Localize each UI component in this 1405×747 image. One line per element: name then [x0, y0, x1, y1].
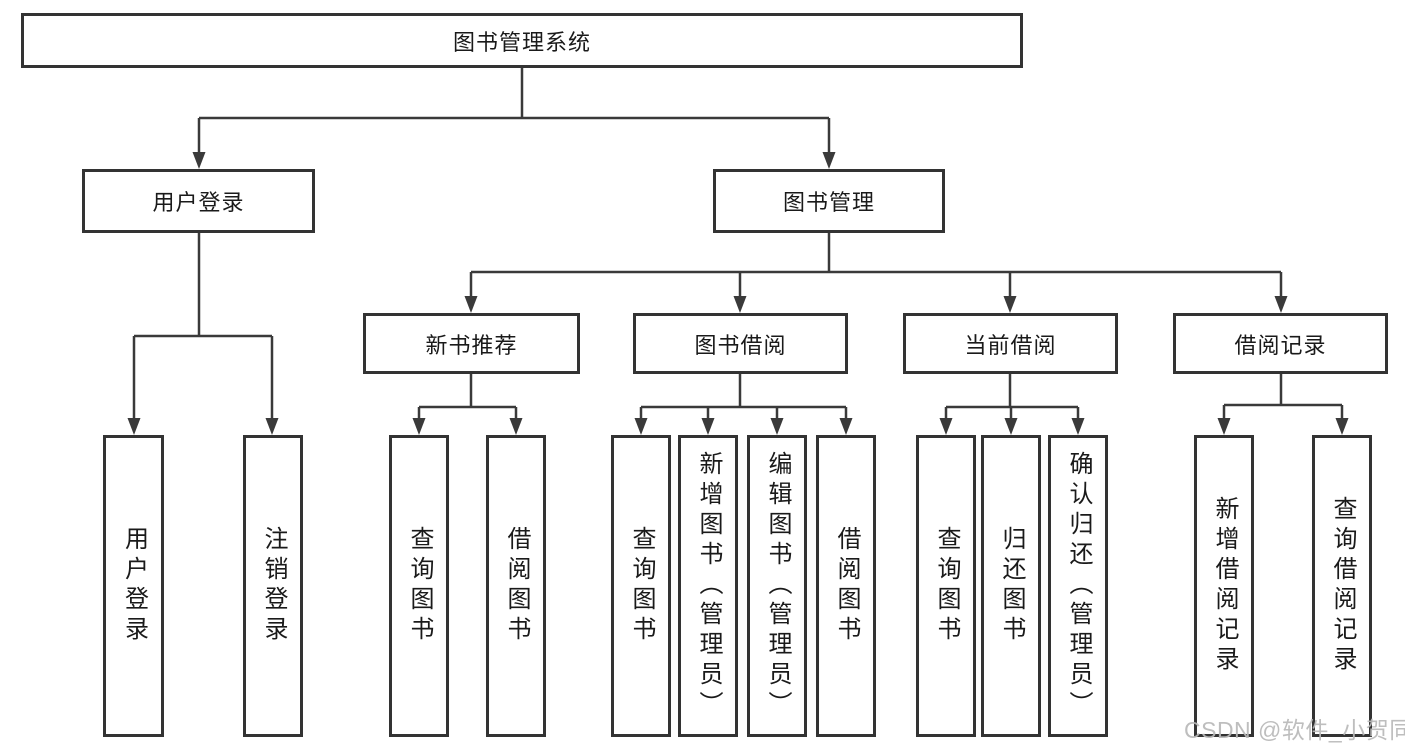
leaf-bb-borrow-book: 借阅图书 [816, 435, 876, 737]
node-new-book-recommend: 新书推荐 [363, 313, 580, 374]
node-current-borrow: 当前借阅 [903, 313, 1118, 374]
node-user-login: 用户登录 [82, 169, 315, 233]
node-root-system: 图书管理系统 [21, 13, 1023, 68]
leaf-user-login: 用户登录 [103, 435, 164, 737]
csdn-watermark: CSDN @软件_小贺同学 [1184, 717, 1405, 743]
node-label: 借阅图书 [503, 526, 530, 646]
node-label: 当前借阅 [964, 332, 1057, 358]
node-book-management: 图书管理 [713, 169, 945, 233]
leaf-cb-return-book: 归还图书 [981, 435, 1041, 737]
node-label: 新书推荐 [425, 332, 518, 358]
leaf-bb-edit-book-admin: 编辑图书（管理员） [747, 435, 807, 737]
leaf-br-query-record: 查询借阅记录 [1312, 435, 1372, 737]
node-label: 编辑图书（管理员） [764, 451, 791, 721]
node-label: 查询图书 [628, 526, 655, 646]
node-label: 图书管理系统 [452, 29, 591, 55]
node-label: 查询图书 [406, 526, 433, 646]
leaf-bb-query-book: 查询图书 [611, 435, 671, 737]
leaf-nb-query-book: 查询图书 [389, 435, 449, 737]
node-label: 查询图书 [933, 526, 960, 646]
node-label: 借阅记录 [1234, 332, 1327, 358]
leaf-cb-confirm-return-admin: 确认归还（管理员） [1048, 435, 1108, 737]
node-label: 借阅图书 [833, 526, 860, 646]
node-label: 用户登录 [152, 190, 245, 215]
leaf-bb-add-book-admin: 新增图书（管理员） [678, 435, 738, 737]
leaf-logout-login: 注销登录 [243, 435, 303, 737]
node-label: 新增图书（管理员） [695, 451, 722, 721]
node-book-borrow: 图书借阅 [633, 313, 848, 374]
leaf-br-add-record: 新增借阅记录 [1194, 435, 1254, 737]
leaf-cb-query-book: 查询图书 [916, 435, 976, 737]
leaf-nb-borrow-book: 借阅图书 [486, 435, 546, 737]
node-label: 查询借阅记录 [1329, 496, 1356, 676]
node-label: 图书借阅 [694, 332, 787, 358]
node-label: 新增借阅记录 [1211, 496, 1238, 676]
node-label: 注销登录 [260, 526, 287, 646]
node-label: 归还图书 [998, 526, 1025, 646]
node-label: 图书管理 [782, 190, 875, 215]
node-borrow-record: 借阅记录 [1173, 313, 1388, 374]
node-label: 用户登录 [120, 526, 148, 646]
node-label: 确认归还（管理员） [1065, 451, 1092, 721]
